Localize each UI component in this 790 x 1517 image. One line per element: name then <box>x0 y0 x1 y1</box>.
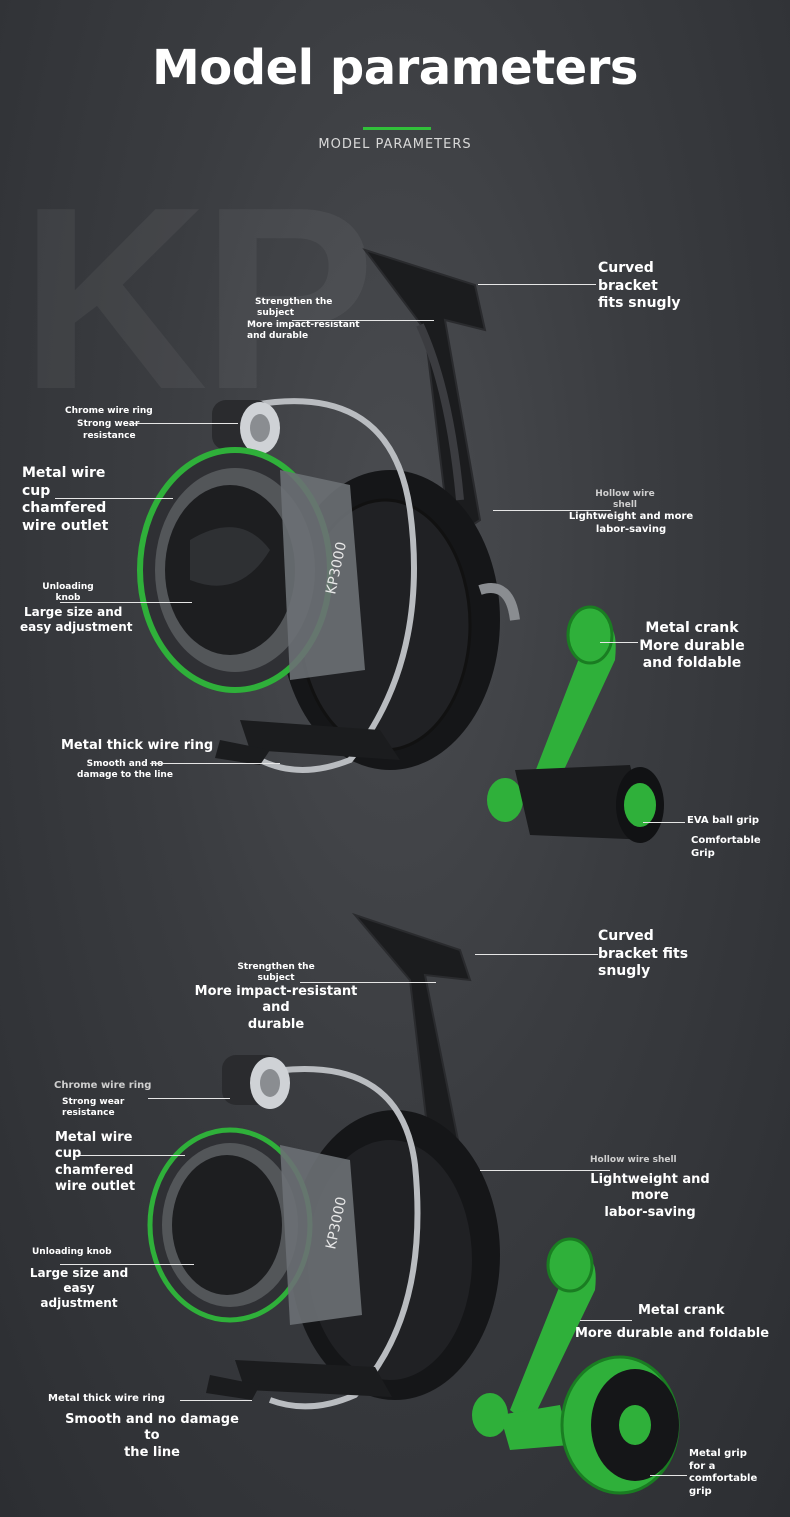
s2-crank-label: More durable and foldable <box>575 1326 770 1341</box>
s2-curved-bracket-line <box>475 954 598 955</box>
s2-crank-title: Metal crank <box>638 1303 725 1318</box>
s2-unloading-title: Unloading knob <box>32 1247 112 1257</box>
s2-wire-cup-line <box>80 1155 185 1156</box>
page-title: Model parameters <box>152 40 638 96</box>
s2-metal-grip-line <box>650 1475 687 1476</box>
s1-thick-ring-title: Metal thick wire ring <box>61 738 214 753</box>
s1-curved-bracket-line <box>478 284 596 285</box>
s1-thick-ring-line <box>150 763 280 764</box>
s2-hollow-shell-title: Hollow wire shell <box>590 1155 677 1165</box>
s2-chrome-ring-title: Chrome wire ring <box>54 1080 152 1091</box>
watermark-text: KP <box>20 154 375 444</box>
reel-image-bottom: KP3000 <box>147 912 680 1495</box>
s1-eva-grip-line <box>643 822 685 823</box>
s1-unloading-line <box>60 602 192 603</box>
s2-crank-line <box>580 1320 632 1321</box>
s1-hollow-shell-line <box>493 510 611 511</box>
s1-chrome-ring-line <box>130 423 238 424</box>
s1-crank-line <box>600 642 638 643</box>
s2-hollow-shell-line <box>480 1170 610 1171</box>
s1-strengthen-line <box>292 320 434 321</box>
reel-image-top: KP3000 <box>137 248 664 843</box>
s1-chrome-ring-label: Chrome wire ring Strong wear resistance <box>65 406 153 441</box>
s2-thick-ring-line <box>180 1400 252 1401</box>
s2-thick-ring-title: Metal thick wire ring <box>48 1393 166 1404</box>
s1-strengthen-label: Strengthen the subject More impact-resis… <box>247 297 360 341</box>
s1-eva-grip-title: EVA ball grip <box>687 815 760 826</box>
s1-wire-cup-line <box>55 498 173 499</box>
s2-unloading-line <box>60 1264 194 1265</box>
title-accent-bar <box>363 127 431 130</box>
s2-strengthen-line <box>300 982 436 983</box>
page-subtitle: MODEL PARAMETERS <box>318 137 472 152</box>
s2-chrome-ring-line <box>148 1098 230 1099</box>
